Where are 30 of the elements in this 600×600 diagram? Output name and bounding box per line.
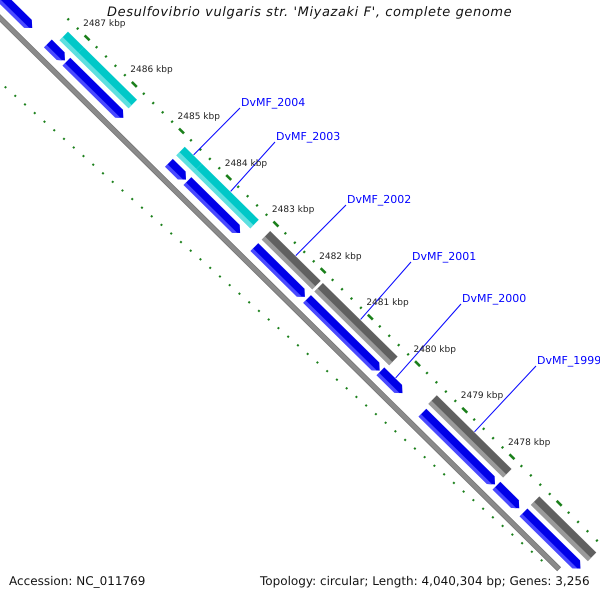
gene-feature	[165, 158, 186, 180]
leader-line	[230, 142, 276, 192]
scale-label: 2478 kbp	[508, 438, 550, 449]
gene-feature	[492, 482, 520, 508]
gene-feature	[250, 243, 305, 297]
gene-label: DvMF_2003	[276, 130, 340, 144]
gene-label: DvMF_2002	[347, 193, 412, 207]
gene-label: DvMF_2001	[412, 250, 476, 264]
gene-feature	[44, 40, 65, 60]
gene-feature	[184, 177, 240, 234]
genome-stats-text: Topology: circular; Length: 4,040,304 bp; Genes: 3,256	[260, 574, 590, 589]
gene-label: DvMF_2004	[241, 96, 306, 110]
gene-feature	[520, 508, 580, 569]
map-title: Desulfovibrio vulgaris str. 'Miyazaki F', complete genome	[107, 5, 512, 20]
scale-label: 2487 kbp	[83, 18, 126, 30]
scale-label: 2483 kbp	[272, 205, 314, 216]
scale-label: 2485 kbp	[178, 112, 220, 123]
gene-feature	[0, 0, 32, 28]
scale-label: 2482 kbp	[319, 252, 362, 263]
leader-line	[193, 108, 240, 156]
gene-label: DvMF_2000	[462, 292, 526, 306]
leader-line	[295, 204, 346, 256]
scale-label: 2479 kbp	[460, 391, 504, 402]
scale-label: 2486 kbp	[130, 65, 173, 76]
gene-feature	[376, 367, 402, 394]
gene-feature	[62, 58, 124, 118]
accession-text: Accession: NC_011769	[9, 574, 146, 589]
gene-feature	[418, 408, 496, 484]
leader-line	[395, 304, 462, 378]
leader-line	[474, 366, 536, 432]
